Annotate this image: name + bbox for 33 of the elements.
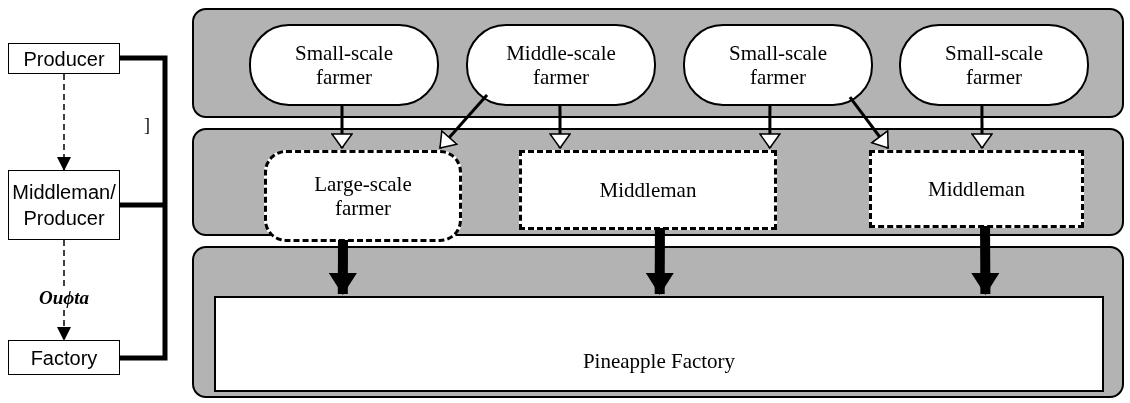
dashed-box bbox=[869, 150, 1084, 228]
arrow bbox=[328, 240, 357, 295]
process-box bbox=[214, 296, 1104, 392]
arrow bbox=[645, 228, 674, 295]
node-text: Factory bbox=[29, 345, 99, 371]
process-box bbox=[8, 43, 120, 74]
node-text: Producer bbox=[22, 46, 106, 72]
edge-label: Ouϕta bbox=[36, 288, 92, 307]
node-text: Small-scale farmer bbox=[294, 40, 394, 90]
node-text: Middleman bbox=[927, 176, 1026, 202]
dashed-rounded-box bbox=[264, 150, 462, 242]
band-background bbox=[192, 246, 1124, 398]
arrow bbox=[549, 104, 571, 149]
node-text: Pineapple Factory bbox=[581, 348, 737, 376]
node-text: Small-scale farmer bbox=[944, 40, 1044, 90]
node-text: Small-scale farmer bbox=[728, 40, 828, 90]
arrow bbox=[971, 104, 993, 149]
arrow bbox=[57, 239, 71, 341]
arrow bbox=[331, 104, 353, 149]
process-box bbox=[8, 340, 120, 375]
node-text: Middleman bbox=[598, 177, 698, 203]
process-box bbox=[8, 170, 120, 240]
node-text: Middle-scale farmer bbox=[505, 40, 617, 90]
arrow bbox=[759, 104, 781, 149]
node-text: Middleman/ Producer bbox=[11, 180, 117, 231]
arrow bbox=[57, 73, 71, 171]
dashed-box bbox=[519, 150, 777, 230]
arrow bbox=[848, 96, 890, 149]
arrow bbox=[971, 226, 1000, 295]
note-label: ] bbox=[144, 114, 150, 137]
node-text: Large-scale farmer bbox=[313, 171, 413, 221]
arrow bbox=[438, 94, 489, 149]
band-background bbox=[192, 8, 1124, 118]
